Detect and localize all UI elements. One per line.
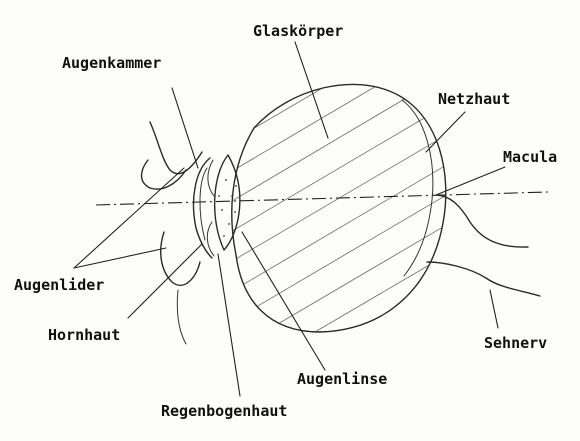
- eyelid-crease: [177, 290, 186, 344]
- lens-outline: [215, 155, 240, 250]
- iris-upper: [208, 160, 214, 196]
- cornea-outline: [194, 158, 212, 258]
- iris-lower: [207, 222, 214, 256]
- leader-augenlider-2: [74, 248, 166, 268]
- leader-augenlider-1: [74, 168, 184, 268]
- upper-eyelid: [150, 122, 202, 174]
- leader-regenbogenhaut: [218, 254, 240, 396]
- label-augenlinse: Augenlinse: [297, 370, 387, 388]
- leader-hornhaut: [128, 244, 202, 318]
- leader-macula: [436, 167, 505, 195]
- optic-nerve-upper: [437, 195, 528, 247]
- label-sehnerv: Sehnerv: [484, 334, 547, 352]
- label-regenbogenhaut: Regenbogenhaut: [161, 402, 287, 420]
- upper-eyelid-edge: [142, 160, 187, 189]
- anterior-chamber: [200, 168, 207, 240]
- vitreous-hatching: [200, 60, 460, 385]
- optical-axis: [96, 192, 548, 205]
- label-glaskoerper: Glaskörper: [253, 22, 343, 40]
- eyeball-outline: [232, 84, 446, 332]
- label-augenkammer: Augenkammer: [62, 54, 161, 72]
- retina-line: [402, 100, 433, 276]
- lower-eyelid: [161, 232, 200, 285]
- leader-augenkammer: [172, 88, 198, 168]
- optic-nerve-lower: [427, 262, 540, 296]
- leader-sehnerv: [490, 290, 498, 328]
- label-netzhaut: Netzhaut: [438, 90, 510, 108]
- leader-augenlinse: [242, 232, 325, 370]
- label-hornhaut: Hornhaut: [48, 326, 120, 344]
- leader-netzhaut: [426, 112, 465, 152]
- label-macula: Macula: [503, 148, 557, 166]
- leader-glaskoerper: [295, 42, 328, 138]
- label-augenlider: Augenlider: [14, 276, 104, 294]
